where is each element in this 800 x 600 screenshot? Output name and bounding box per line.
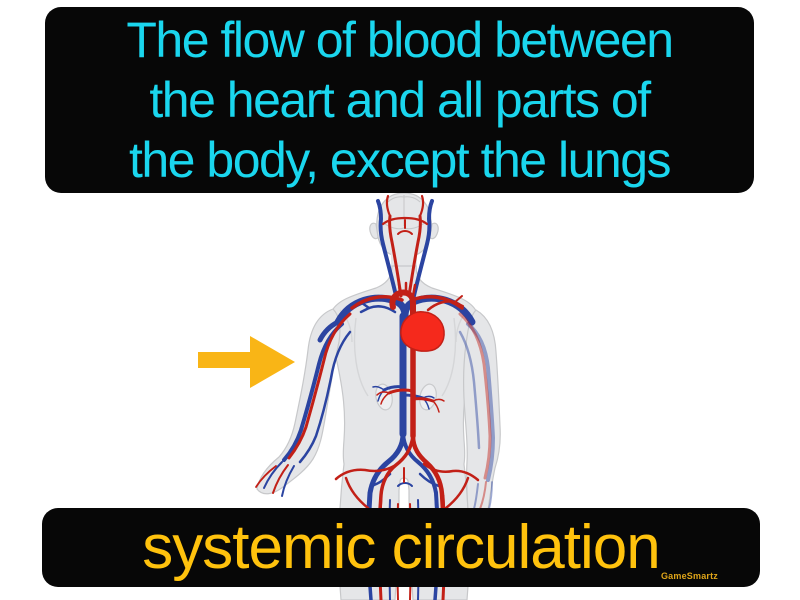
left-ear-shape [369, 222, 379, 240]
definition-line-2: the heart and all parts of [149, 72, 651, 128]
left-arm-shape [256, 308, 341, 495]
heart-icon [400, 311, 445, 352]
right-arm-veins-faded [458, 322, 496, 510]
definition-line-1: The flow of blood between [126, 12, 674, 68]
right-ear-shape [429, 222, 439, 240]
term-banner: systemic circulation GameSmartz [42, 508, 760, 587]
right-arm-arteries-faded [458, 312, 492, 510]
watermark-text: GameSmartz [660, 571, 718, 581]
right-arrow-icon [198, 336, 295, 388]
definition-line-3: the body, except the lungs [128, 132, 672, 188]
term-text: systemic circulation [142, 512, 660, 582]
definition-banner: The flow of blood between the heart and … [45, 7, 754, 193]
